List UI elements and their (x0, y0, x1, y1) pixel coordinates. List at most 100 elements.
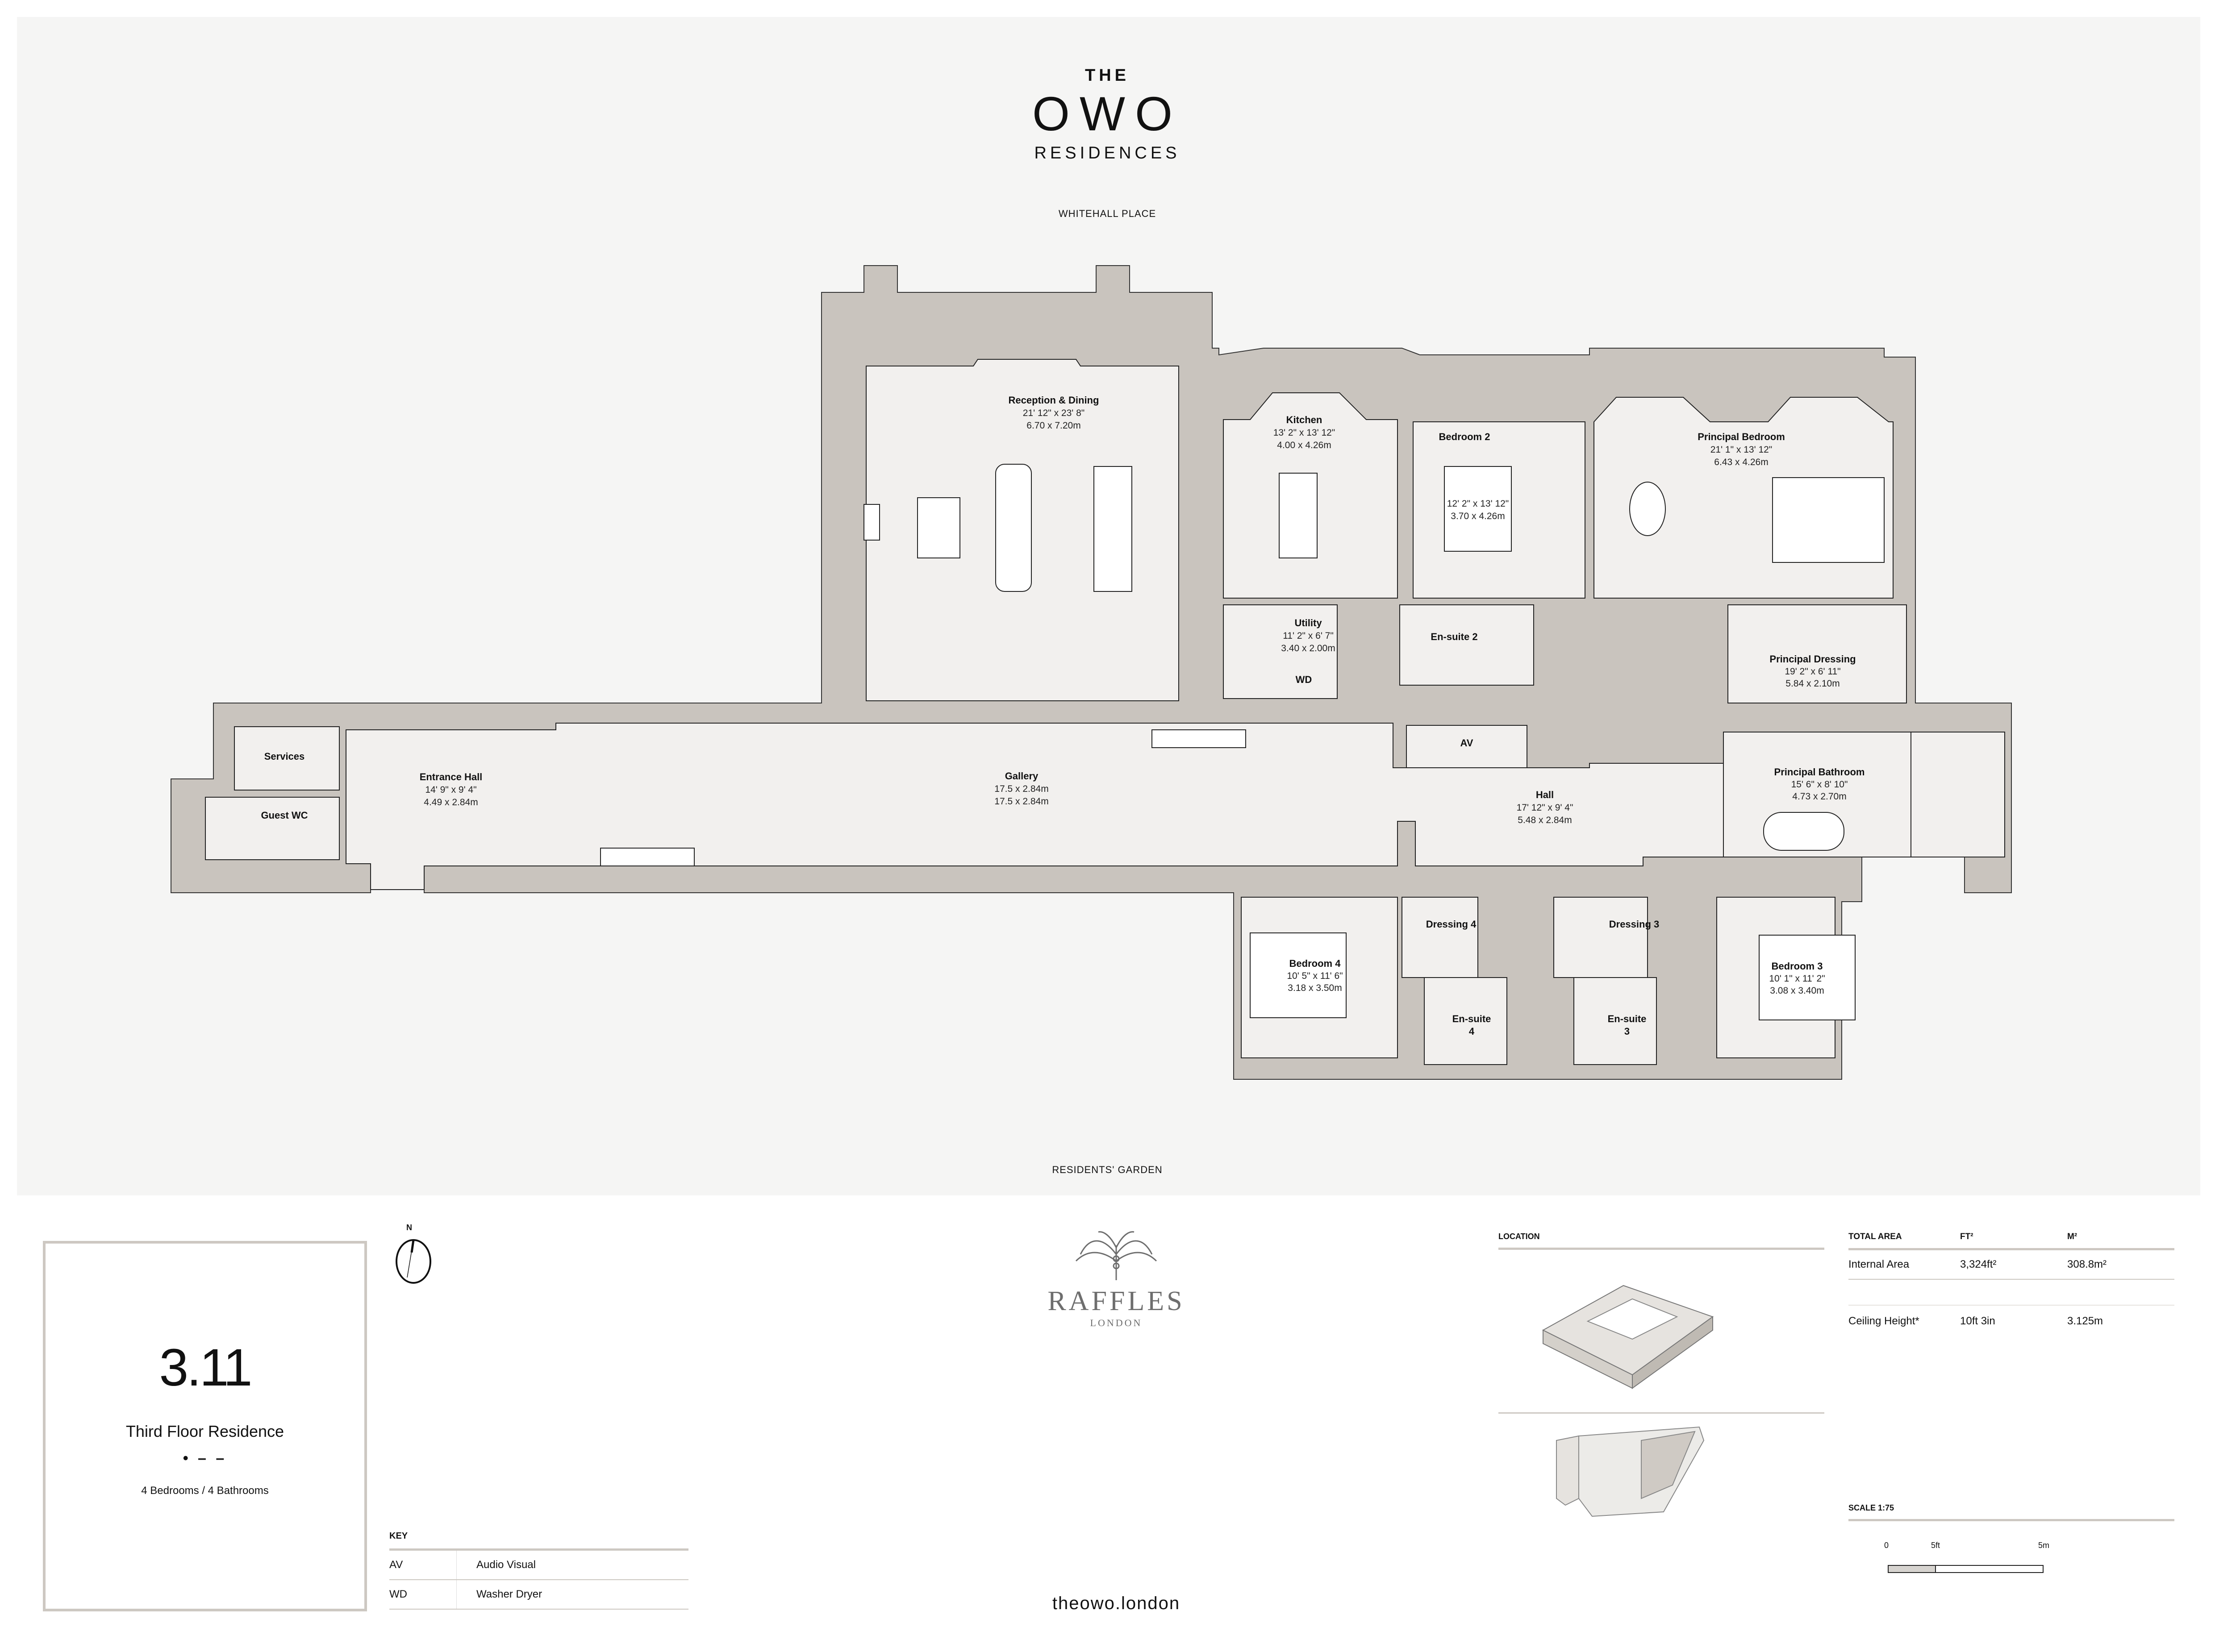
floor-ensuite3 (1573, 977, 1657, 1065)
key-row: WD Washer Dryer (389, 1580, 688, 1610)
raffles-logo: RAFFLES LONDON (1040, 1228, 1192, 1329)
street-label-whitehall: WHITEHALL PLACE (1058, 208, 1156, 219)
svg-text:17.5 x 2.84m: 17.5 x 2.84m (994, 796, 1048, 807)
raffles-tree-icon (1075, 1231, 1157, 1280)
svg-text:3.70 x 4.26m: 3.70 x 4.26m (1451, 511, 1505, 521)
raffles-wordmark: RAFFLES (1047, 1286, 1185, 1316)
svg-text:3.18 x 3.50m: 3.18 x 3.50m (1288, 983, 1342, 993)
location-panel: LOCATION (1498, 1232, 1824, 1521)
unit-summary: 4 Bedrooms / 4 Bathrooms (141, 1485, 269, 1497)
floor-dressing4 (1402, 897, 1478, 978)
floor-indicator: • – – (183, 1450, 227, 1467)
wd-label: WD (1296, 674, 1312, 685)
floor-utility (1223, 604, 1338, 699)
room-labels: Reception & Dining 21' 12" x 23' 8" 6.70… (261, 395, 1865, 1037)
room-label-av: AV (1460, 737, 1473, 749)
room-label-utility: Utility (1294, 617, 1322, 628)
room-label-dressing4: Dressing 4 (1426, 919, 1477, 930)
svg-text:15' 6" x 8' 10": 15' 6" x 8' 10" (1791, 779, 1848, 790)
floor-services (234, 726, 340, 791)
svg-text:4: 4 (1469, 1026, 1475, 1037)
area-header-row: TOTAL AREA FT² M² (1848, 1232, 2174, 1250)
room-label-entrance-hall: Entrance Hall (420, 771, 483, 782)
svg-text:17' 12" x 9' 4": 17' 12" x 9' 4" (1517, 803, 1573, 813)
svg-text:6.43 x 4.26m: 6.43 x 4.26m (1714, 457, 1768, 467)
room-label-ensuite3: En-suite (1608, 1013, 1647, 1024)
room-label-dressing3: Dressing 3 (1609, 919, 1660, 930)
svg-text:19' 2" x 6' 11": 19' 2" x 6' 11" (1785, 666, 1840, 677)
svg-text:12' 2" x 13' 12": 12' 2" x 13' 12" (1447, 499, 1509, 509)
svg-text:3: 3 (1624, 1026, 1630, 1037)
svg-text:4.00 x 4.26m: 4.00 x 4.26m (1277, 440, 1331, 450)
compass-label: N (406, 1223, 412, 1232)
room-label-principal-dressing: Principal Dressing (1769, 653, 1856, 665)
svg-text:10' 5" x 11' 6": 10' 5" x 11' 6" (1287, 971, 1343, 981)
svg-text:5.84 x 2.10m: 5.84 x 2.10m (1785, 678, 1840, 689)
raffles-city: LONDON (1090, 1317, 1143, 1328)
unit-info-card: 3.11 Third Floor Residence • – – 4 Bedro… (43, 1241, 367, 1611)
table-oval (1629, 482, 1666, 536)
room-label-guest-wc: Guest WC (261, 810, 308, 821)
svg-text:11' 2" x 6' 7": 11' 2" x 6' 7" (1283, 631, 1334, 641)
unit-number: 3.11 (159, 1338, 253, 1397)
floor-ensuite-right (1910, 732, 2005, 857)
room-label-bedroom3: Bedroom 3 (1772, 961, 1823, 972)
room-label-bedroom4: Bedroom 4 (1289, 958, 1341, 969)
website-link[interactable]: theowo.london (1052, 1594, 1180, 1613)
scale-heading: SCALE 1:75 (1848, 1503, 2174, 1521)
floor-guest-wc (205, 797, 340, 860)
scale-bar: SCALE 1:75 0 5ft 5m (1848, 1503, 2174, 1584)
bath-tub (1763, 812, 1844, 851)
room-label-bedroom2: Bedroom 2 (1439, 431, 1490, 442)
room-label-reception: Reception & Dining (1009, 395, 1099, 406)
svg-text:4.73 x 2.70m: 4.73 x 2.70m (1792, 791, 1846, 802)
north-compass-icon: N (388, 1223, 442, 1286)
location-heading: LOCATION (1498, 1232, 1824, 1250)
floor-ensuite4 (1424, 977, 1507, 1065)
svg-text:3.40 x 2.00m: 3.40 x 2.00m (1281, 643, 1335, 653)
svg-text:4.49 x 2.84m: 4.49 x 2.84m (424, 797, 478, 807)
building-aerial-illustration (1542, 1285, 1714, 1389)
bed-principal (1772, 477, 1885, 563)
street-label-garden: RESIDENTS' GARDEN (1052, 1164, 1163, 1175)
gallery-console (600, 848, 695, 866)
room-label-services: Services (264, 751, 305, 762)
brand-residences: RESIDENCES (1034, 144, 1180, 162)
bed-2 (1444, 466, 1512, 552)
floor-ensuite2 (1399, 604, 1534, 686)
svg-text:21' 12" x 23' 8": 21' 12" x 23' 8" (1023, 408, 1085, 418)
brand-owo: OWO (1032, 87, 1182, 141)
coffee-table (917, 497, 960, 558)
room-label-principal-bathroom: Principal Bathroom (1774, 766, 1865, 778)
kitchen-island (1279, 473, 1318, 558)
unit-title: Third Floor Residence (125, 1422, 284, 1440)
key-table: KEY AV Audio Visual WD Washer Dryer (389, 1531, 688, 1610)
svg-text:3.08 x 3.40m: 3.08 x 3.40m (1770, 986, 1824, 996)
area-row-ceiling: Ceiling Height* 10ft 3in 3.125m (1848, 1315, 2103, 1327)
room-label-gallery: Gallery (1005, 770, 1039, 782)
brand-the: THE (1085, 66, 1130, 85)
room-label-principal-bedroom: Principal Bedroom (1698, 431, 1785, 442)
svg-text:21' 1" x 13' 12": 21' 1" x 13' 12" (1710, 445, 1773, 455)
furniture (600, 464, 1885, 1020)
svg-text:17.5 x 2.84m: 17.5 x 2.84m (994, 784, 1048, 794)
hall-console (1151, 729, 1246, 748)
dining-table (1093, 466, 1132, 592)
room-label-ensuite2: En-suite 2 (1431, 631, 1477, 642)
svg-text:5.48 x 2.84m: 5.48 x 2.84m (1518, 815, 1572, 825)
area-table: TOTAL AREA FT² M² Internal Area 3,324ft²… (1848, 1232, 2174, 1337)
fireplace (863, 504, 880, 541)
sofa (995, 464, 1032, 592)
svg-text:13' 2" x 13' 12": 13' 2" x 13' 12" (1273, 428, 1335, 438)
floor-principal-dressing (1727, 604, 1907, 703)
floors (205, 359, 2005, 1065)
bed-3 (1759, 935, 1856, 1020)
svg-text:14' 9" x 9' 4": 14' 9" x 9' 4" (425, 785, 476, 795)
svg-text:6.70 x 7.20m: 6.70 x 7.20m (1026, 420, 1080, 431)
area-row-internal: Internal Area 3,324ft² 308.8m² (1848, 1250, 2174, 1280)
floor-av (1406, 725, 1527, 768)
floor-plan: Reception & Dining 21' 12" x 23' 8" 6.70… (171, 265, 2012, 1080)
svg-text:10' 1" x 11' 2": 10' 1" x 11' 2" (1769, 974, 1825, 984)
site-plan-diagram (1556, 1426, 1705, 1517)
